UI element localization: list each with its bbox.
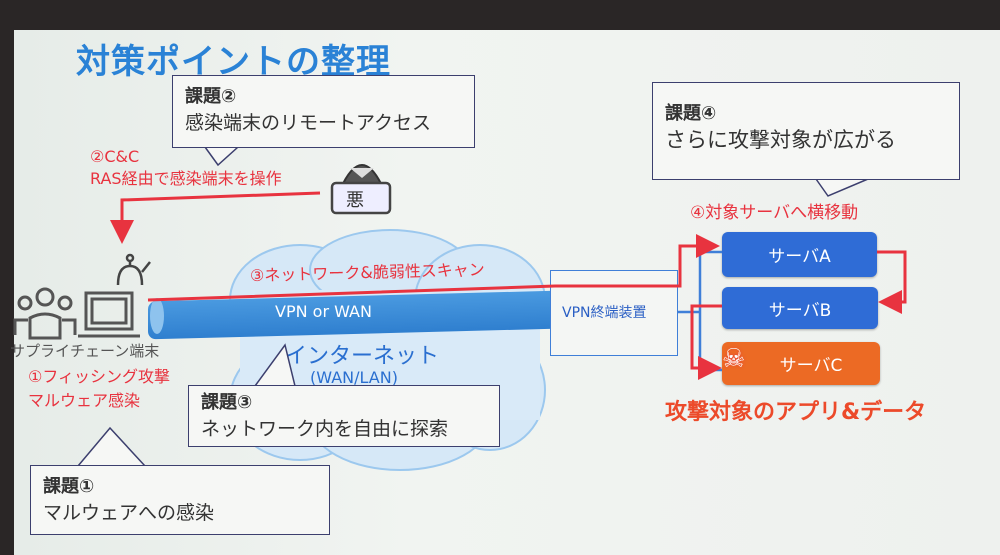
step2-line1: ②C&C: [90, 147, 140, 166]
issue1-text: マルウェアへの感染: [43, 502, 215, 524]
robot-icon: [116, 253, 151, 286]
attacker-label: 悪: [346, 190, 364, 211]
scan-arrow: [147, 234, 720, 302]
vpn-terminal-box: [550, 270, 678, 356]
callout-issue2: 課題② 感染端末のリモートアクセス: [172, 75, 475, 148]
issue2-heading: 課題②: [185, 86, 237, 107]
hacker-icon: [330, 164, 392, 215]
people-icon: [13, 287, 77, 340]
issue2-text: 感染端末のリモートアクセス: [185, 112, 432, 134]
target-label: 攻撃対象のアプリ&データ: [665, 400, 927, 425]
pipe-end: [150, 298, 164, 334]
supply-chain-label: サプライチェーン端末: [10, 342, 160, 360]
issue3-heading: 課題③: [201, 392, 253, 413]
step4-label: ④対象サーバへ横移動: [690, 203, 859, 223]
skull-icon: ☠: [722, 344, 746, 374]
issue3-text: ネットワーク内を自由に探索: [201, 418, 449, 440]
step1-line2: マルウェア感染: [28, 391, 141, 410]
pipe-label: VPN or WAN: [275, 302, 372, 321]
issue1-heading: 課題①: [43, 476, 95, 497]
issue4-heading: 課題④: [665, 103, 717, 124]
lateral-arrow-ab: [877, 250, 907, 314]
issue4-text: さらに攻撃対象が広がる: [665, 128, 896, 152]
server-b: サーバB: [722, 287, 878, 329]
step1-line1: ①フィッシング攻撃: [28, 367, 171, 386]
callout-issue4: 課題④ さらに攻撃対象が広がる: [652, 82, 960, 180]
cc-arrow: [110, 191, 321, 244]
internet-sub-label: (WAN/LAN): [310, 368, 398, 387]
step2-line2: RAS経由で感染端末を操作: [90, 169, 282, 188]
server-a: サーバA: [722, 232, 877, 277]
vpn-terminal-label: VPN終端装置: [562, 305, 647, 321]
laptop-icon: [78, 291, 140, 338]
lateral-arrow-bc: [690, 304, 722, 380]
server-c: サーバC: [722, 342, 880, 385]
callout-issue1: 課題① マルウェアへの感染: [30, 465, 330, 535]
internet-label: インターネット: [285, 344, 440, 369]
callout-issue3: 課題③ ネットワーク内を自由に探索: [188, 385, 500, 447]
